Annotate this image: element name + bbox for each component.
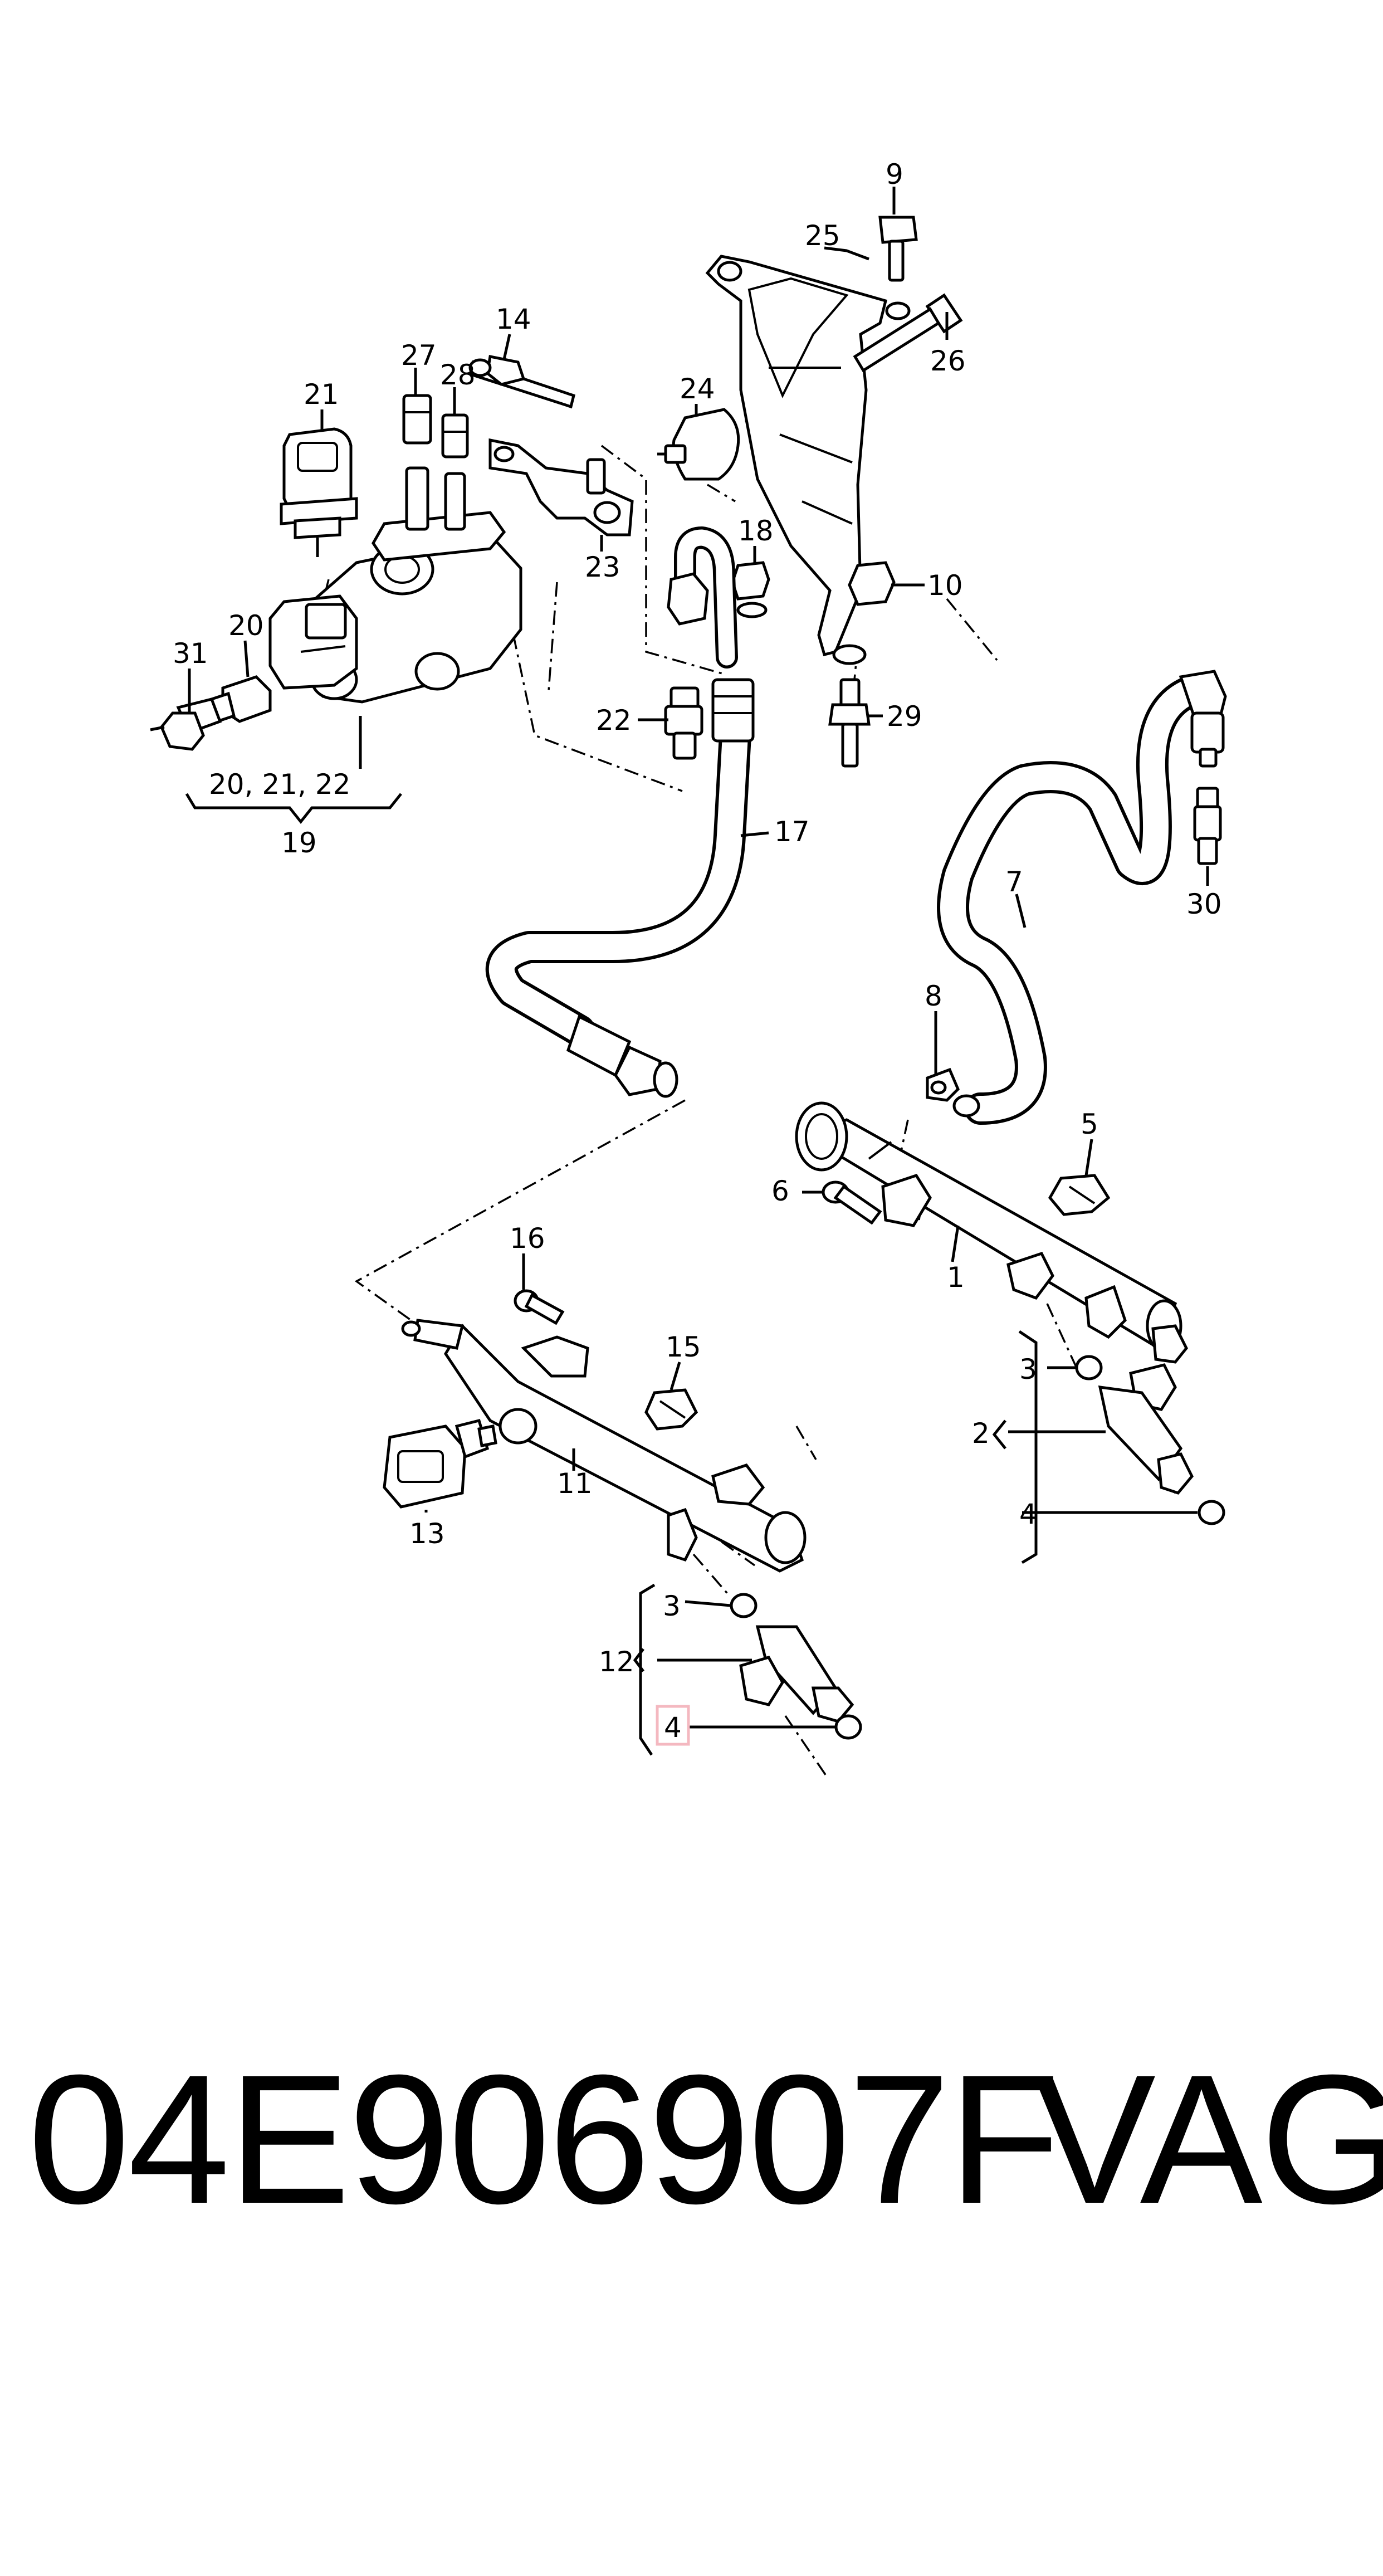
label-4-left-highlighted: 4 (664, 1711, 682, 1744)
bolt-16 (514, 1289, 565, 1325)
label-13: 13 (409, 1518, 445, 1550)
bolt-29 (828, 644, 871, 768)
injector-2 (1075, 1355, 1225, 1525)
part-labels: 9 25 26 14 21 27 28 24 23 18 10 29 22 20… (173, 158, 1222, 1746)
valve-27 (402, 394, 432, 445)
label-1: 1 (947, 1261, 965, 1294)
label-28: 28 (440, 359, 476, 391)
label-12: 12 (599, 1646, 634, 1678)
label-8: 8 (925, 980, 942, 1012)
label-2: 2 (972, 1417, 990, 1450)
label-20: 20 (228, 609, 264, 642)
damper-24 (657, 408, 740, 481)
label-26: 26 (930, 345, 966, 377)
label-3-right: 3 (1019, 1353, 1037, 1385)
label-27: 27 (401, 339, 437, 372)
label-18: 18 (738, 515, 774, 547)
part-number: 04E906907F (28, 2036, 1061, 2242)
fuel-rail-11 (401, 1319, 807, 1573)
label-6: 6 (771, 1175, 789, 1207)
label-30: 30 (1186, 888, 1222, 920)
label-29: 29 (887, 700, 922, 733)
bolt-9 (878, 216, 918, 282)
brand-name: VAG (1033, 2036, 1383, 2242)
leader-lines (185, 187, 1198, 1756)
bracket-25 (705, 255, 911, 657)
fuel-rail-1 (795, 1101, 1188, 1364)
clip-15 (644, 1388, 698, 1431)
label-17: 17 (774, 816, 810, 848)
label-19: 19 (281, 827, 317, 859)
label-5: 5 (1081, 1108, 1098, 1140)
connector-30 (1193, 787, 1222, 886)
label-25: 25 (805, 219, 840, 252)
label-10: 10 (927, 569, 963, 602)
label-3-left: 3 (663, 1590, 681, 1622)
sensor-13 (383, 1418, 497, 1509)
high-pressure-line-17 (485, 526, 755, 1098)
clip-5 (1048, 1174, 1111, 1216)
high-pressure-pump (268, 466, 522, 704)
valve-28 (441, 413, 469, 458)
label-22: 22 (596, 704, 632, 736)
label-24: 24 (680, 373, 715, 405)
pipe-stub-31 (150, 711, 205, 751)
label-20-21-22: 20, 21, 22 (209, 768, 350, 801)
union-22 (664, 686, 703, 760)
label-4-right: 4 (1019, 1498, 1037, 1530)
label-21: 21 (304, 378, 339, 411)
clip-8 (926, 1067, 960, 1102)
nut-18 (731, 561, 770, 618)
label-23: 23 (585, 551, 620, 583)
caption: 04E906907F VAG (28, 2036, 1383, 2242)
label-11: 11 (557, 1467, 593, 1500)
label-31: 31 (173, 637, 208, 670)
pressure-sensor-21 (280, 427, 358, 557)
label-7: 7 (1005, 866, 1023, 898)
parts-diagram: 9 25 26 14 21 27 28 24 23 18 10 29 22 20… (150, 158, 1227, 1778)
label-15: 15 (666, 1331, 701, 1363)
fuel-line-7 (937, 670, 1227, 1125)
bolt-26 (853, 293, 963, 373)
bolt-6 (822, 1180, 882, 1225)
label-16: 16 (510, 1222, 545, 1255)
bracket-23 (488, 438, 634, 536)
label-14: 14 (496, 303, 531, 335)
label-9: 9 (886, 158, 903, 191)
clip-14 (468, 355, 575, 409)
injector-12 (730, 1593, 862, 1740)
highlight-box (656, 1705, 690, 1746)
